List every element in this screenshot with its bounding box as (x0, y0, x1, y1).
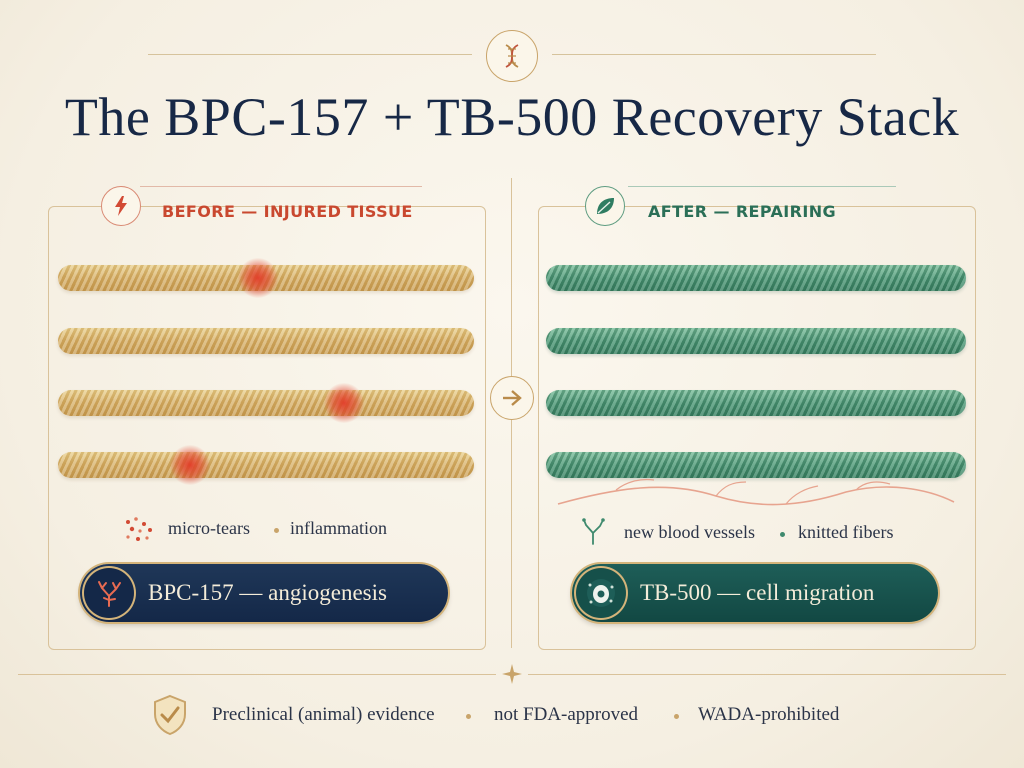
injured-fiber (58, 390, 474, 416)
sparkle-icon (502, 664, 522, 688)
bpc157-label: BPC-157 — angiogenesis (148, 580, 387, 605)
footer-wada-prohibited: WADA-prohibited (698, 704, 840, 725)
before-heading: BEFORE — INJURED TISSUE (162, 202, 413, 221)
legend-new-blood-vessels: new blood vessels (624, 522, 755, 542)
leaf-icon (585, 186, 625, 226)
footer-separator (674, 714, 679, 719)
tb500-label: TB-500 — cell migration (640, 580, 875, 605)
before-header-rule (140, 186, 422, 187)
cell-icon (576, 568, 626, 618)
tb500-pill: TB-500 — cell migration (572, 564, 938, 622)
arrow-right-icon (490, 376, 534, 420)
injured-fiber (58, 452, 474, 478)
footer-separator (466, 714, 471, 719)
lightning-icon (101, 186, 141, 226)
before-panel (48, 206, 486, 650)
blood-vessel-icon (84, 568, 134, 618)
footer-rule-left (18, 674, 496, 675)
repaired-fiber (546, 265, 966, 291)
repaired-fiber (546, 390, 966, 416)
injured-fiber (58, 328, 474, 354)
new-blood-vessels-graphic (557, 478, 955, 506)
legend-knitted-fibers: knitted fibers (798, 522, 894, 542)
after-panel (538, 206, 976, 650)
repaired-fiber (546, 452, 966, 478)
page-title: The BPC-157 + TB-500 Recovery Stack (64, 87, 960, 147)
bpc157-pill: BPC-157 — angiogenesis (80, 564, 448, 622)
legend-inflammation: inflammation (290, 518, 387, 538)
micro-tears-icon (122, 516, 156, 548)
after-heading: AFTER — REPAIRING (648, 202, 837, 221)
legend-separator (274, 528, 279, 533)
shield-check-icon (152, 694, 188, 740)
footer-not-fda-approved: not FDA-approved (494, 704, 639, 725)
new-blood-vessels-icon (578, 516, 608, 550)
footer-rule-right (528, 674, 1006, 675)
repaired-fiber (546, 328, 966, 354)
legend-separator (780, 532, 785, 537)
micro-tear (238, 258, 278, 298)
micro-tear (324, 383, 364, 423)
micro-tear (170, 445, 210, 485)
header-rule-right (552, 54, 876, 55)
footer-preclinical: Preclinical (animal) evidence (212, 704, 435, 725)
dna-icon (486, 30, 538, 82)
header-rule-left (148, 54, 472, 55)
after-header-rule (628, 186, 896, 187)
legend-micro-tears: micro-tears (168, 518, 250, 538)
